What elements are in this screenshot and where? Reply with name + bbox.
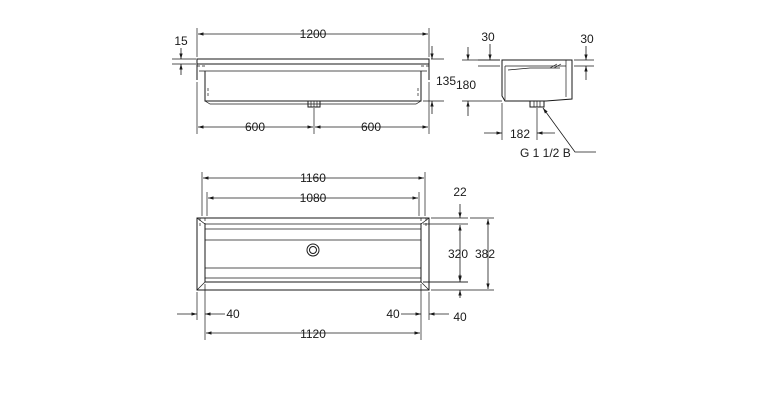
dim-overall-width: 1200	[196, 27, 430, 57]
dim-depth: 135	[423, 46, 456, 114]
dim-rim-height: 15	[172, 34, 196, 75]
dim-text-1200: 1200	[300, 27, 327, 41]
dim-outlet-offset: 182	[484, 103, 555, 141]
dim-side-rim-right: 30	[574, 32, 594, 80]
dim-text-600-right: 600	[361, 120, 381, 134]
dim-bottom-margins: 40 40 1120	[177, 284, 449, 341]
dim-halves: 600 600	[196, 82, 430, 134]
dim-text-182: 182	[510, 127, 530, 141]
dim-text-600-left: 600	[245, 120, 265, 134]
dim-rim-depth: 22	[423, 185, 468, 225]
dim-overall-depth: 382	[431, 217, 495, 291]
dim-text-40-left: 40	[226, 307, 240, 321]
dim-text-22: 22	[453, 185, 467, 199]
thread-callout: G 1 1/2 B	[520, 107, 596, 160]
dim-text-15: 15	[174, 34, 188, 48]
front-trough-outline	[196, 58, 430, 108]
front-view: 1200 15 135 600 600	[172, 27, 456, 134]
dim-inner-depth: 320	[423, 225, 468, 283]
top-trough-outline	[196, 217, 430, 291]
side-trough-outline	[501, 59, 573, 108]
dim-text-40-side: 40	[453, 310, 467, 324]
dim-text-40-right: 40	[386, 307, 400, 321]
dim-text-1120: 1120	[300, 327, 326, 341]
drain-inner	[309, 246, 317, 254]
dim-text-1080: 1080	[300, 191, 327, 205]
dim-text-382: 382	[475, 247, 495, 261]
thread-label: G 1 1/2 B	[520, 146, 571, 160]
dim-text-1160: 1160	[300, 171, 326, 185]
dim-inner-width: 1080	[206, 191, 420, 216]
top-view: 1160 1080 22 320 382	[177, 171, 495, 341]
dim-text-30-right: 30	[580, 32, 594, 46]
side-view: 30 180 30 182 G 1 1/2 B	[456, 30, 596, 160]
dim-text-135: 135	[436, 74, 456, 88]
dim-outer-width: 1160	[201, 171, 426, 216]
drain-outer	[306, 243, 320, 257]
dim-text-30-left: 30	[481, 30, 495, 44]
dim-side-margin: 40	[423, 274, 468, 324]
dim-side-height: 180	[456, 47, 502, 116]
dim-side-rim-top: 30	[478, 30, 500, 67]
dim-text-180: 180	[456, 78, 476, 92]
dim-text-320: 320	[448, 247, 468, 261]
